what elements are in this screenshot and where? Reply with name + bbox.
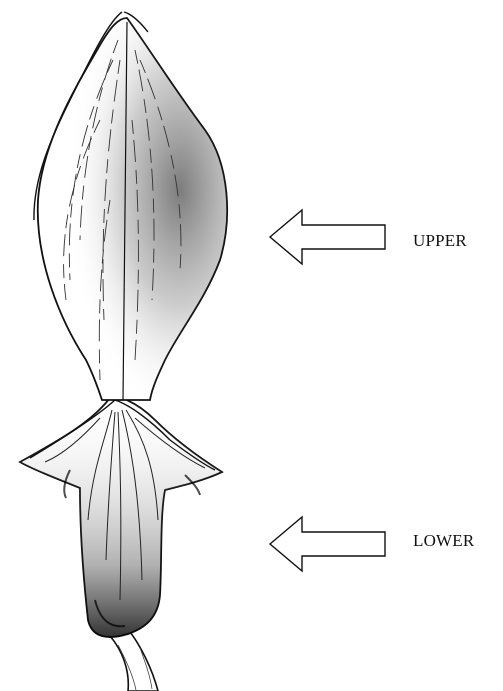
arrow-lower-icon xyxy=(270,517,385,571)
stalk xyxy=(110,632,158,691)
lower-label: LOWER xyxy=(413,531,474,551)
upper-part xyxy=(34,12,227,400)
arrow-upper-icon xyxy=(270,210,385,264)
lower-part xyxy=(20,395,222,637)
upper-label: UPPER xyxy=(413,231,467,251)
